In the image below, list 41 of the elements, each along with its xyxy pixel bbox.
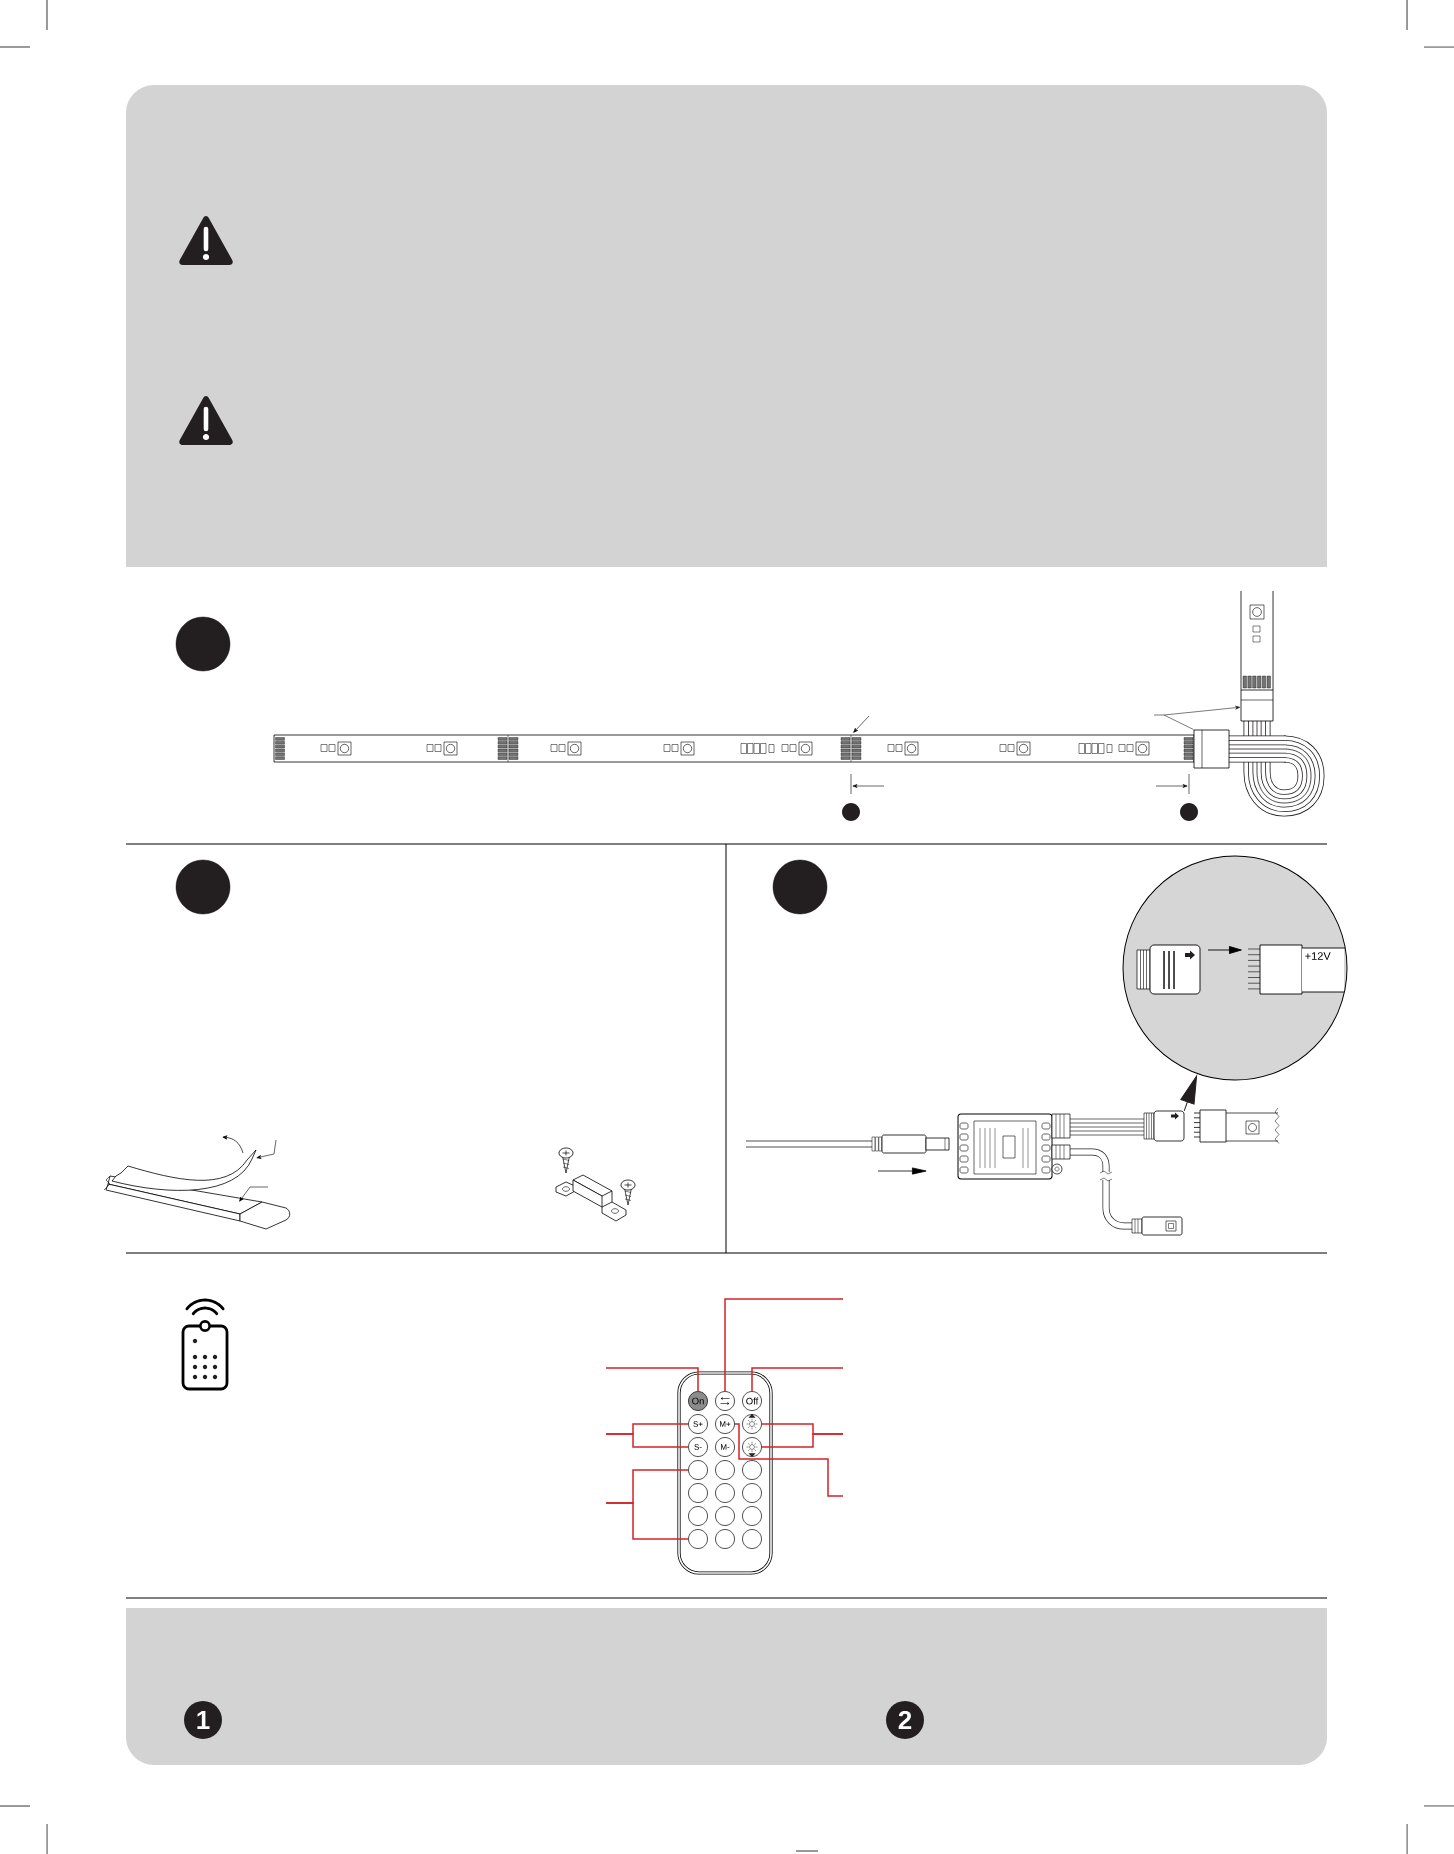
leader-line: [605, 1502, 689, 1540]
remote-button: [688, 1483, 708, 1503]
remote-button: [742, 1529, 762, 1549]
step-number: 2: [886, 1701, 924, 1739]
leader-line: [724, 1298, 844, 1392]
remote-button: [688, 1460, 708, 1480]
leader-line: [605, 1433, 689, 1448]
remote-button: [742, 1506, 762, 1526]
remote-button: [715, 1529, 735, 1549]
step-badge: [772, 859, 828, 915]
remote-button: Off: [742, 1391, 762, 1411]
remote-button: [715, 1483, 735, 1503]
step-number: 1: [184, 1701, 222, 1739]
remote-body: [677, 1371, 773, 1575]
brightness-button: [742, 1437, 762, 1457]
leader-line: [1153, 705, 1241, 730]
pin-label: +12V: [1305, 952, 1331, 960]
mounting-clip: [555, 1174, 627, 1222]
remote-button: S+: [688, 1414, 708, 1434]
remote-button: M-: [715, 1437, 735, 1457]
remote-button: [715, 1506, 735, 1526]
swap-button: [715, 1391, 735, 1411]
leader-line: [605, 1367, 699, 1392]
remote-button: [688, 1529, 708, 1549]
step-badge: [175, 616, 231, 672]
remote-button: [688, 1506, 708, 1526]
remote-button: On: [688, 1391, 708, 1411]
brightness-button: [742, 1414, 762, 1434]
remote-button: S-: [688, 1437, 708, 1457]
leader-line: [761, 1433, 844, 1448]
strip-connector: [1193, 729, 1230, 769]
leader-line: [734, 1423, 844, 1497]
step-badge: [175, 859, 231, 915]
arrow: [1180, 1075, 1198, 1112]
remote-button: [742, 1483, 762, 1503]
leader-line: [751, 1367, 844, 1392]
remote-button: M+: [715, 1414, 735, 1434]
connector-plug: [1143, 1110, 1185, 1142]
strip-connector: [1240, 689, 1274, 722]
remote-button: [742, 1460, 762, 1480]
remote-button: [715, 1460, 735, 1480]
